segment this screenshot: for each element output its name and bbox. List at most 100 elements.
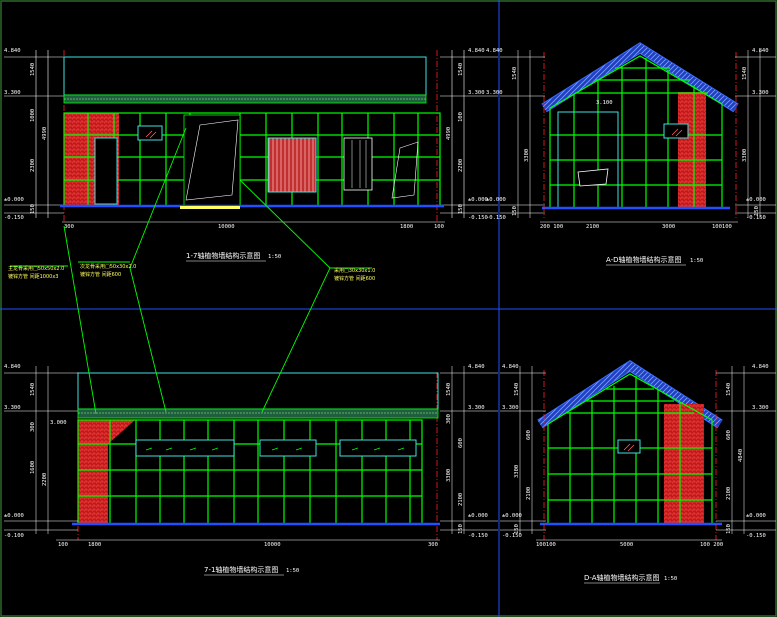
drawing-scale-d-a: 1:50: [664, 576, 677, 582]
d-a-dim-left-4: 2100: [526, 487, 532, 500]
dim-bottom-4: 100: [434, 224, 444, 230]
brick-wall-a-d: [678, 92, 706, 208]
drawing-title-1-7: 1-7轴植物墙结构示意图: [186, 251, 260, 260]
elevation-1-7: 4.840 3.300 ±0.000 -0.150 4.840 3.300 ±0…: [4, 48, 498, 262]
a-d-level-right-0000: ±0.000: [746, 197, 766, 203]
elevation-7-1: 4.840 3.300 3.000 ±0.000 -0.100 4.840 3.…: [4, 364, 498, 576]
parapet-7-1: [77, 372, 439, 410]
d-a-dim-left-2: 600: [526, 430, 532, 440]
parapet: [63, 56, 427, 96]
a-d-level-left-3300: 3.300: [486, 90, 503, 96]
door-opening-center: [183, 114, 241, 207]
d-a-dim-bottom-2: 5000: [620, 542, 633, 548]
dim-left-total: 4990: [42, 127, 48, 140]
d-a-level-right-minus-0150: -0.150: [746, 533, 766, 539]
a-d-dim-right-2: 3300: [742, 149, 748, 162]
d-a-level-right-0000: ±0.000: [746, 513, 766, 519]
7-1-level-3300: 3.300: [4, 405, 21, 411]
7-1-dim-left-1: 1540: [30, 383, 36, 396]
7-1-dim-right-2: 300: [446, 414, 452, 424]
d-a-dim-left-5: 150: [514, 524, 520, 534]
dim-bottom-2: 10000: [218, 224, 235, 230]
7-1-dim-bottom-2: 1800: [88, 542, 101, 548]
7-1-dims: [4, 366, 498, 541]
window-pink: [267, 137, 317, 193]
door-left: [94, 137, 118, 205]
level-minus-0150: -0.150: [4, 215, 24, 221]
brick-wall-d-a: [664, 404, 704, 524]
7-1-level-0000: ±0.000: [4, 513, 24, 519]
7-1-level-right-4840: 4.840: [468, 364, 485, 370]
7-1-dim-left-3: 1600: [30, 461, 36, 474]
7-1-dim-right-1: 1540: [446, 383, 452, 396]
a-d-dim-bottom-3: 3000: [662, 224, 675, 230]
a-d-dim-bottom-2: 2100: [586, 224, 599, 230]
d-a-dim-right-3: 4840: [738, 449, 744, 462]
7-1-dim-right-4: 3300: [446, 469, 452, 482]
dim-right-4: 150: [458, 204, 464, 214]
a-d-level-right-minus-0150: -0.150: [746, 215, 766, 221]
callout-tube-line2: 镀锌方管 间距600: [334, 275, 375, 282]
7-1-dim-right-3: 600: [458, 438, 464, 448]
a-d-level-left-4840: 4.840: [486, 48, 503, 54]
a-d-dim-left-1: 1540: [512, 67, 518, 80]
d-a-dim-bottom-1: 100100: [536, 542, 556, 548]
7-1-level-3000: 3.000: [50, 420, 67, 426]
7-1-dim-left-4: 2200: [42, 473, 48, 486]
d-a-level-right-3300: 3.300: [752, 405, 769, 411]
a-d-ridge-level: 3.100: [596, 100, 613, 106]
7-1-dim-right-5: 2100: [458, 493, 464, 506]
7-1-dim-bottom-3: 10000: [264, 542, 281, 548]
d-a-level-left-4840: 4.840: [502, 364, 519, 370]
7-1-dim-bottom-1: 100: [58, 542, 68, 548]
dim-left-3: 2300: [30, 159, 36, 172]
dim-right-1: 1540: [458, 63, 464, 76]
dim-left-1: 1540: [30, 63, 36, 76]
drawing-title-7-1: 7-1轴植物墙结构示意图: [204, 565, 278, 574]
a-d-level-left-minus-0150: -0.150: [486, 215, 506, 221]
a-d-dim-right-1: 1540: [742, 67, 748, 80]
window-symbol-icon: [617, 439, 641, 454]
a-d-level-left-0000: ±0.000: [486, 197, 506, 203]
7-1-level-right-minus-0150: -0.150: [468, 533, 488, 539]
drawing-scale-a-d: 1:50: [690, 258, 703, 264]
elevation-a-d: 4.840 3.300 ±0.000 -0.150 4.840 3.300 ±0…: [486, 42, 776, 266]
dim-right-2: 100: [458, 112, 464, 122]
7-1-level-right-3300: 3.300: [468, 405, 485, 411]
a-d-dim-left-2: 3300: [524, 149, 530, 162]
7-1-dim-left-2: 300: [30, 422, 36, 432]
level-right-3300: 3.300: [468, 90, 485, 96]
dim-right-3: 2200: [458, 159, 464, 172]
d-a-dim-right-4: 2100: [726, 487, 732, 500]
elevation-d-a: 4.840 3.300 ±0.000 -0.150 4.840 3.300 ±0…: [500, 360, 776, 584]
d-a-level-left-0000: ±0.000: [502, 513, 522, 519]
a-d-dim-right-3: 150: [754, 206, 760, 216]
drawing-scale-7-1: 1:50: [286, 568, 299, 574]
window-right: [343, 137, 373, 191]
d-a-level-right-4840: 4.840: [752, 364, 769, 370]
callout-sub-keel-line1: 次龙骨采用□50x30x2.0: [80, 263, 136, 270]
dim-right-total: 4990: [446, 127, 452, 140]
dim-bottom-1: 300: [64, 224, 74, 230]
callout-tube-line1: 采用□30x30x1.0: [334, 267, 375, 274]
callout-main-keel-line1: 主龙骨采用□50x50x2.0: [8, 265, 64, 272]
7-1-dim-right-6: 150: [458, 524, 464, 534]
7-1-level-4840: 4.840: [4, 364, 21, 370]
callout-leaders: [10, 127, 372, 415]
dim-left-4: 150: [30, 204, 36, 214]
level-right-0000: ±0.000: [468, 197, 488, 203]
dim-bottom-3: 1800: [400, 224, 413, 230]
a-d-dim-bottom-4: 100100: [712, 224, 732, 230]
a-d-dims: [500, 50, 776, 223]
a-d-level-right-3300: 3.300: [752, 90, 769, 96]
dim-left-2: 1000: [30, 109, 36, 122]
d-a-dims: [500, 366, 776, 541]
d-a-level-left-3300: 3.300: [502, 405, 519, 411]
level-right-minus-0150: -0.150: [468, 215, 488, 221]
level-4840: 4.840: [4, 48, 21, 54]
7-1-dim-bottom-4: 300: [428, 542, 438, 548]
a-d-dim-left-3: 150: [512, 206, 518, 216]
plant-wall-grid-3: [77, 419, 423, 525]
7-1-level-minus-0100: -0.100: [4, 533, 24, 539]
